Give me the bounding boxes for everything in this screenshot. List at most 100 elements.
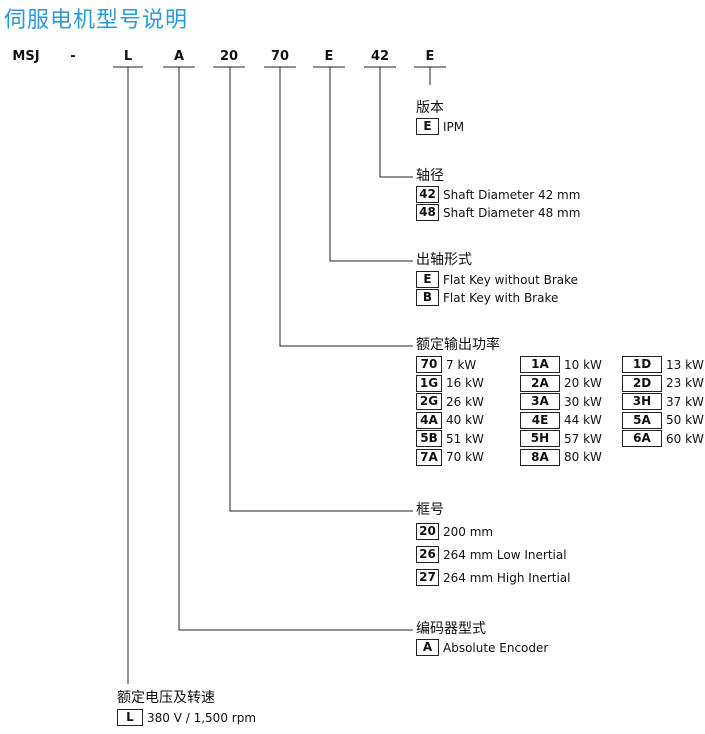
power-option: 1G 16 kW — [416, 374, 484, 392]
option-code: 5A — [622, 411, 662, 429]
option-desc: Shaft Diameter 48 mm — [443, 205, 581, 220]
option-desc: 30 kW — [564, 394, 602, 409]
power-option: 3A 30 kW — [520, 393, 602, 410]
code-version: E — [425, 49, 435, 64]
option-desc: Flat Key with Brake — [443, 290, 559, 305]
code-shaft-diameter: 42 — [370, 49, 390, 64]
option-code: 2G — [416, 393, 442, 410]
option-desc: 57 kW — [564, 431, 602, 446]
option-code: 27 — [416, 569, 439, 586]
option-desc: 200 mm — [443, 524, 494, 539]
option-code: 2A — [520, 374, 560, 392]
power-option: 8A 80 kW — [520, 448, 602, 466]
heading-version: 版本 — [416, 100, 444, 116]
leader-power — [279, 67, 413, 347]
code-voltage: L — [123, 49, 133, 64]
option-code: 3H — [622, 393, 662, 410]
leader-frame — [229, 67, 413, 512]
option-desc: 40 kW — [446, 413, 484, 427]
option-desc: 23 kW — [666, 376, 704, 390]
option-desc: Absolute Encoder — [443, 640, 549, 655]
heading-shaft-form: 出轴形式 — [416, 252, 472, 268]
leader-encoder — [178, 67, 413, 631]
option-voltage-l: L 380 V / 1,500 rpm — [117, 709, 256, 726]
heading-power: 额定输出功率 — [416, 337, 500, 353]
option-shaft-form-e: E Flat Key without Brake — [416, 271, 578, 288]
code-prefix: MSJ — [12, 49, 40, 64]
option-desc: 380 V / 1,500 rpm — [147, 710, 257, 725]
power-option: 7A 70 kW — [416, 448, 484, 466]
option-desc: 37 kW — [666, 394, 704, 409]
option-frame-20: 20 200 mm — [416, 523, 493, 540]
option-code: 1G — [416, 374, 442, 392]
option-code: 1D — [622, 356, 662, 373]
heading-frame: 框号 — [416, 502, 444, 518]
option-shaft-form-b: B Flat Key with Brake — [416, 289, 558, 306]
code-encoder: A — [173, 49, 185, 64]
option-desc: Shaft Diameter 42 mm — [443, 187, 581, 202]
option-desc: 264 mm Low Inertial — [443, 547, 567, 562]
option-code: 8A — [520, 448, 560, 466]
option-desc: 13 kW — [666, 357, 704, 372]
option-desc: 80 kW — [564, 450, 602, 464]
power-option: 5B 51 kW — [416, 430, 484, 447]
power-option: 6A 60 kW — [622, 430, 704, 447]
option-code: 26 — [416, 546, 439, 563]
option-desc: 264 mm High Inertial — [443, 570, 571, 585]
option-version-e: E IPM — [416, 118, 464, 135]
option-shaft-48: 48 Shaft Diameter 48 mm — [416, 204, 580, 221]
heading-encoder: 编码器型式 — [416, 621, 486, 637]
option-code: E — [416, 271, 439, 288]
option-desc: 20 kW — [564, 376, 602, 390]
option-desc: 16 kW — [446, 376, 484, 390]
option-code: 42 — [416, 186, 439, 203]
option-code: 5B — [416, 430, 442, 447]
leader-shaft-diameter — [379, 67, 413, 178]
option-code: E — [416, 118, 439, 135]
code-frame: 20 — [219, 49, 239, 64]
power-option: 1D 13 kW — [622, 356, 704, 373]
code-power: 70 — [270, 49, 290, 64]
option-code: A — [416, 639, 439, 656]
option-code: 5H — [520, 430, 560, 447]
option-frame-27: 27 264 mm High Inertial — [416, 569, 571, 586]
code-dash: - — [70, 49, 76, 64]
power-option: 2A 20 kW — [520, 374, 602, 392]
option-desc: 44 kW — [564, 413, 602, 427]
option-desc: 60 kW — [666, 431, 704, 446]
power-option: 4A 40 kW — [416, 411, 484, 429]
option-code: 2D — [622, 374, 662, 392]
option-code: 1A — [520, 356, 560, 373]
option-code: 7A — [416, 448, 442, 466]
option-code: 4E — [520, 411, 560, 429]
option-code: 20 — [416, 523, 439, 540]
option-desc: Flat Key without Brake — [443, 272, 579, 287]
page-title: 伺服电机型号说明 — [4, 8, 189, 33]
power-option: 1A 10 kW — [520, 356, 602, 373]
power-option: 3H 37 kW — [622, 393, 704, 410]
option-desc: 26 kW — [446, 394, 484, 409]
leader-shaft-form — [329, 67, 413, 262]
option-code: 6A — [622, 430, 662, 447]
heading-shaft-diameter: 轴径 — [416, 168, 444, 184]
option-desc: 51 kW — [446, 431, 484, 446]
option-code: 4A — [416, 411, 442, 429]
option-code: 3A — [520, 393, 560, 410]
option-desc: 10 kW — [564, 357, 602, 372]
option-desc: 7 kW — [446, 357, 477, 372]
power-option: 5H 57 kW — [520, 430, 602, 447]
heading-voltage: 额定电压及转速 — [117, 690, 215, 706]
power-option: 4E 44 kW — [520, 411, 602, 429]
option-encoder-a: A Absolute Encoder — [416, 639, 548, 656]
code-shaft-form: E — [324, 49, 334, 64]
option-frame-26: 26 264 mm Low Inertial — [416, 546, 567, 563]
power-option: 2G 26 kW — [416, 393, 484, 410]
option-code: L — [117, 709, 143, 726]
option-desc: 70 kW — [446, 450, 484, 464]
option-desc: IPM — [443, 119, 465, 134]
power-option: 2D 23 kW — [622, 374, 704, 392]
option-shaft-42: 42 Shaft Diameter 42 mm — [416, 186, 580, 203]
